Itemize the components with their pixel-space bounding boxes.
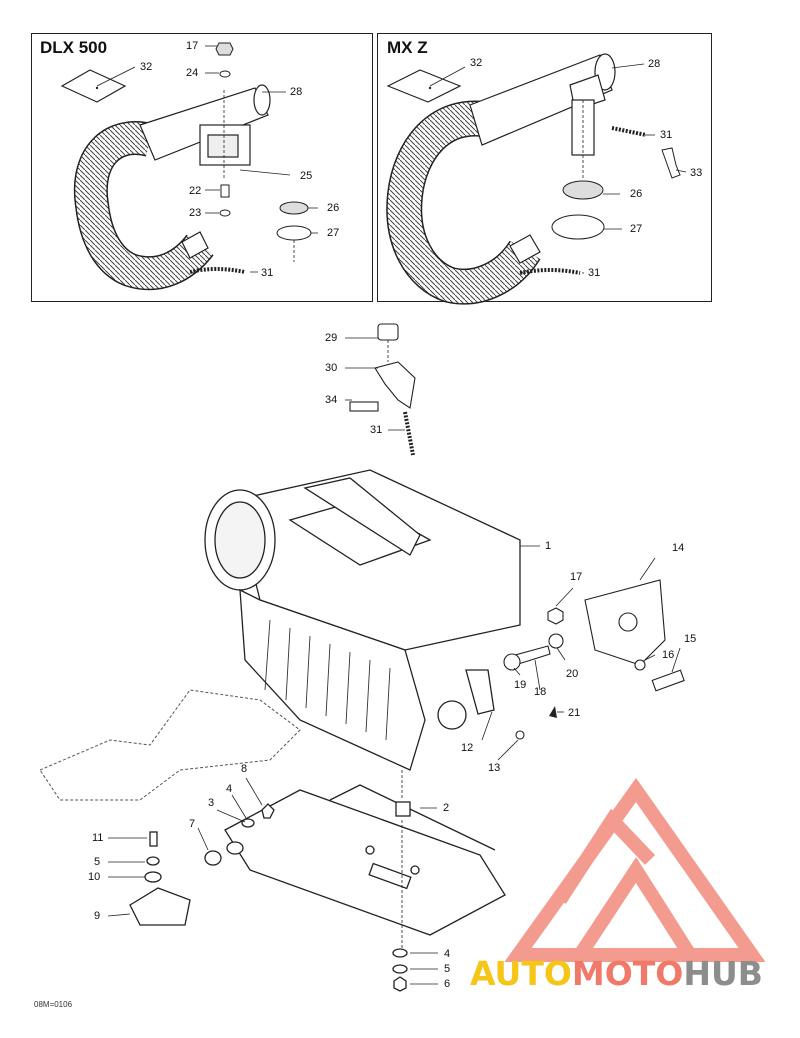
callout-31: 31 (588, 267, 601, 279)
reference-code: 08M=0106 (34, 1000, 73, 1009)
dlx500-panel-title: DLX 500 (40, 38, 108, 57)
callout-22: 22 (189, 185, 202, 197)
callout-28: 28 (290, 86, 303, 98)
callout-29: 29 (325, 332, 338, 344)
watermark-part-auto: AUTO (470, 954, 572, 993)
callout-14: 14 (672, 542, 685, 554)
callout-32: 32 (140, 61, 153, 73)
watermark-part-hub: HUB (683, 954, 763, 993)
callout-31: 31 (261, 267, 274, 279)
callout-30: 30 (325, 362, 338, 374)
callout-2: 2 (443, 802, 450, 814)
callout-24: 24 (186, 67, 199, 79)
callout-13: 13 (488, 762, 501, 774)
callout-34: 34 (325, 394, 338, 406)
callout-12: 12 (461, 742, 474, 754)
base-plate (129, 784, 506, 992)
callout-28: 28 (648, 58, 661, 70)
callout-27: 27 (630, 223, 643, 235)
bracket-group (349, 323, 416, 456)
callout-20: 20 (566, 668, 579, 680)
watermark-wordmark: AUTOMOTOHUB (470, 954, 763, 993)
callout-25: 25 (300, 170, 313, 182)
callout-26: 26 (327, 202, 340, 214)
watermark-logo (504, 777, 766, 962)
callout-17: 17 (570, 571, 583, 583)
watermark-part-moto: MOTO (571, 954, 684, 993)
callout-27: 27 (327, 227, 340, 239)
callout-18: 18 (534, 686, 547, 698)
callout-32: 32 (470, 57, 483, 69)
callout-9: 9 (94, 910, 101, 922)
callout-4: 4 (444, 948, 451, 960)
callout-33: 33 (690, 167, 703, 179)
callout-21: 21 (568, 707, 581, 719)
callout-7: 7 (189, 818, 196, 830)
callout-10: 10 (88, 871, 101, 883)
callout-19: 19 (514, 679, 527, 691)
callout-16: 16 (662, 649, 675, 661)
callout-17: 17 (186, 40, 199, 52)
callout-1: 1 (545, 540, 552, 552)
mxz-panel (377, 33, 712, 302)
callout-6: 6 (444, 978, 451, 990)
callout-15: 15 (684, 633, 697, 645)
callout-31: 31 (660, 129, 673, 141)
dlx500-muffler (73, 84, 271, 291)
callout-8: 8 (241, 763, 248, 775)
callout-23: 23 (189, 207, 202, 219)
callout-3: 3 (208, 797, 215, 809)
dlx500-panel (31, 33, 373, 302)
callout-31: 31 (370, 424, 383, 436)
mount-parts (503, 579, 685, 740)
callout-26: 26 (630, 188, 643, 200)
callout-5: 5 (444, 963, 451, 975)
pad-32-right (386, 69, 462, 103)
pad-32-left (60, 69, 127, 103)
callout-4: 4 (226, 783, 233, 795)
mxz-panel-title: MX Z (387, 38, 428, 57)
callout-11: 11 (92, 832, 104, 844)
callout-5: 5 (94, 856, 101, 868)
engine (39, 469, 521, 801)
